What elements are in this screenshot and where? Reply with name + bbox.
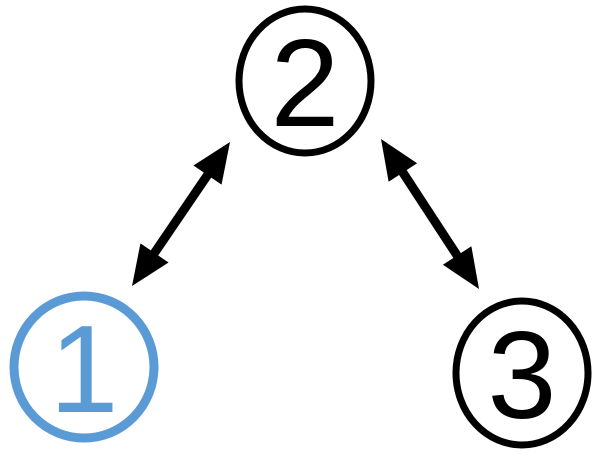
edge-1-2-arrowhead-source [132,243,169,286]
node-2-label: 2 [271,15,340,153]
node-3[interactable]: 3 [452,297,592,449]
edge-2-3-shaft [392,160,468,268]
node-1-circle[interactable] [9,291,159,443]
node-2-circle[interactable] [235,5,375,157]
edge-1-2-arrowhead-target [193,142,230,185]
node-3-label: 3 [488,307,557,445]
edge-group [132,139,479,289]
edge-2-3-arrowhead-target [442,246,479,289]
edge-1-2[interactable] [132,142,230,286]
node-2[interactable]: 2 [235,5,375,157]
edge-2-3[interactable] [381,139,479,289]
node-1-label: 1 [50,301,119,439]
edge-1-2-shaft [144,163,218,265]
node-group: 1 2 3 [9,5,592,449]
node-1[interactable]: 1 [9,291,159,443]
node-3-circle[interactable] [452,297,592,449]
edge-2-3-arrowhead-source [381,139,418,182]
